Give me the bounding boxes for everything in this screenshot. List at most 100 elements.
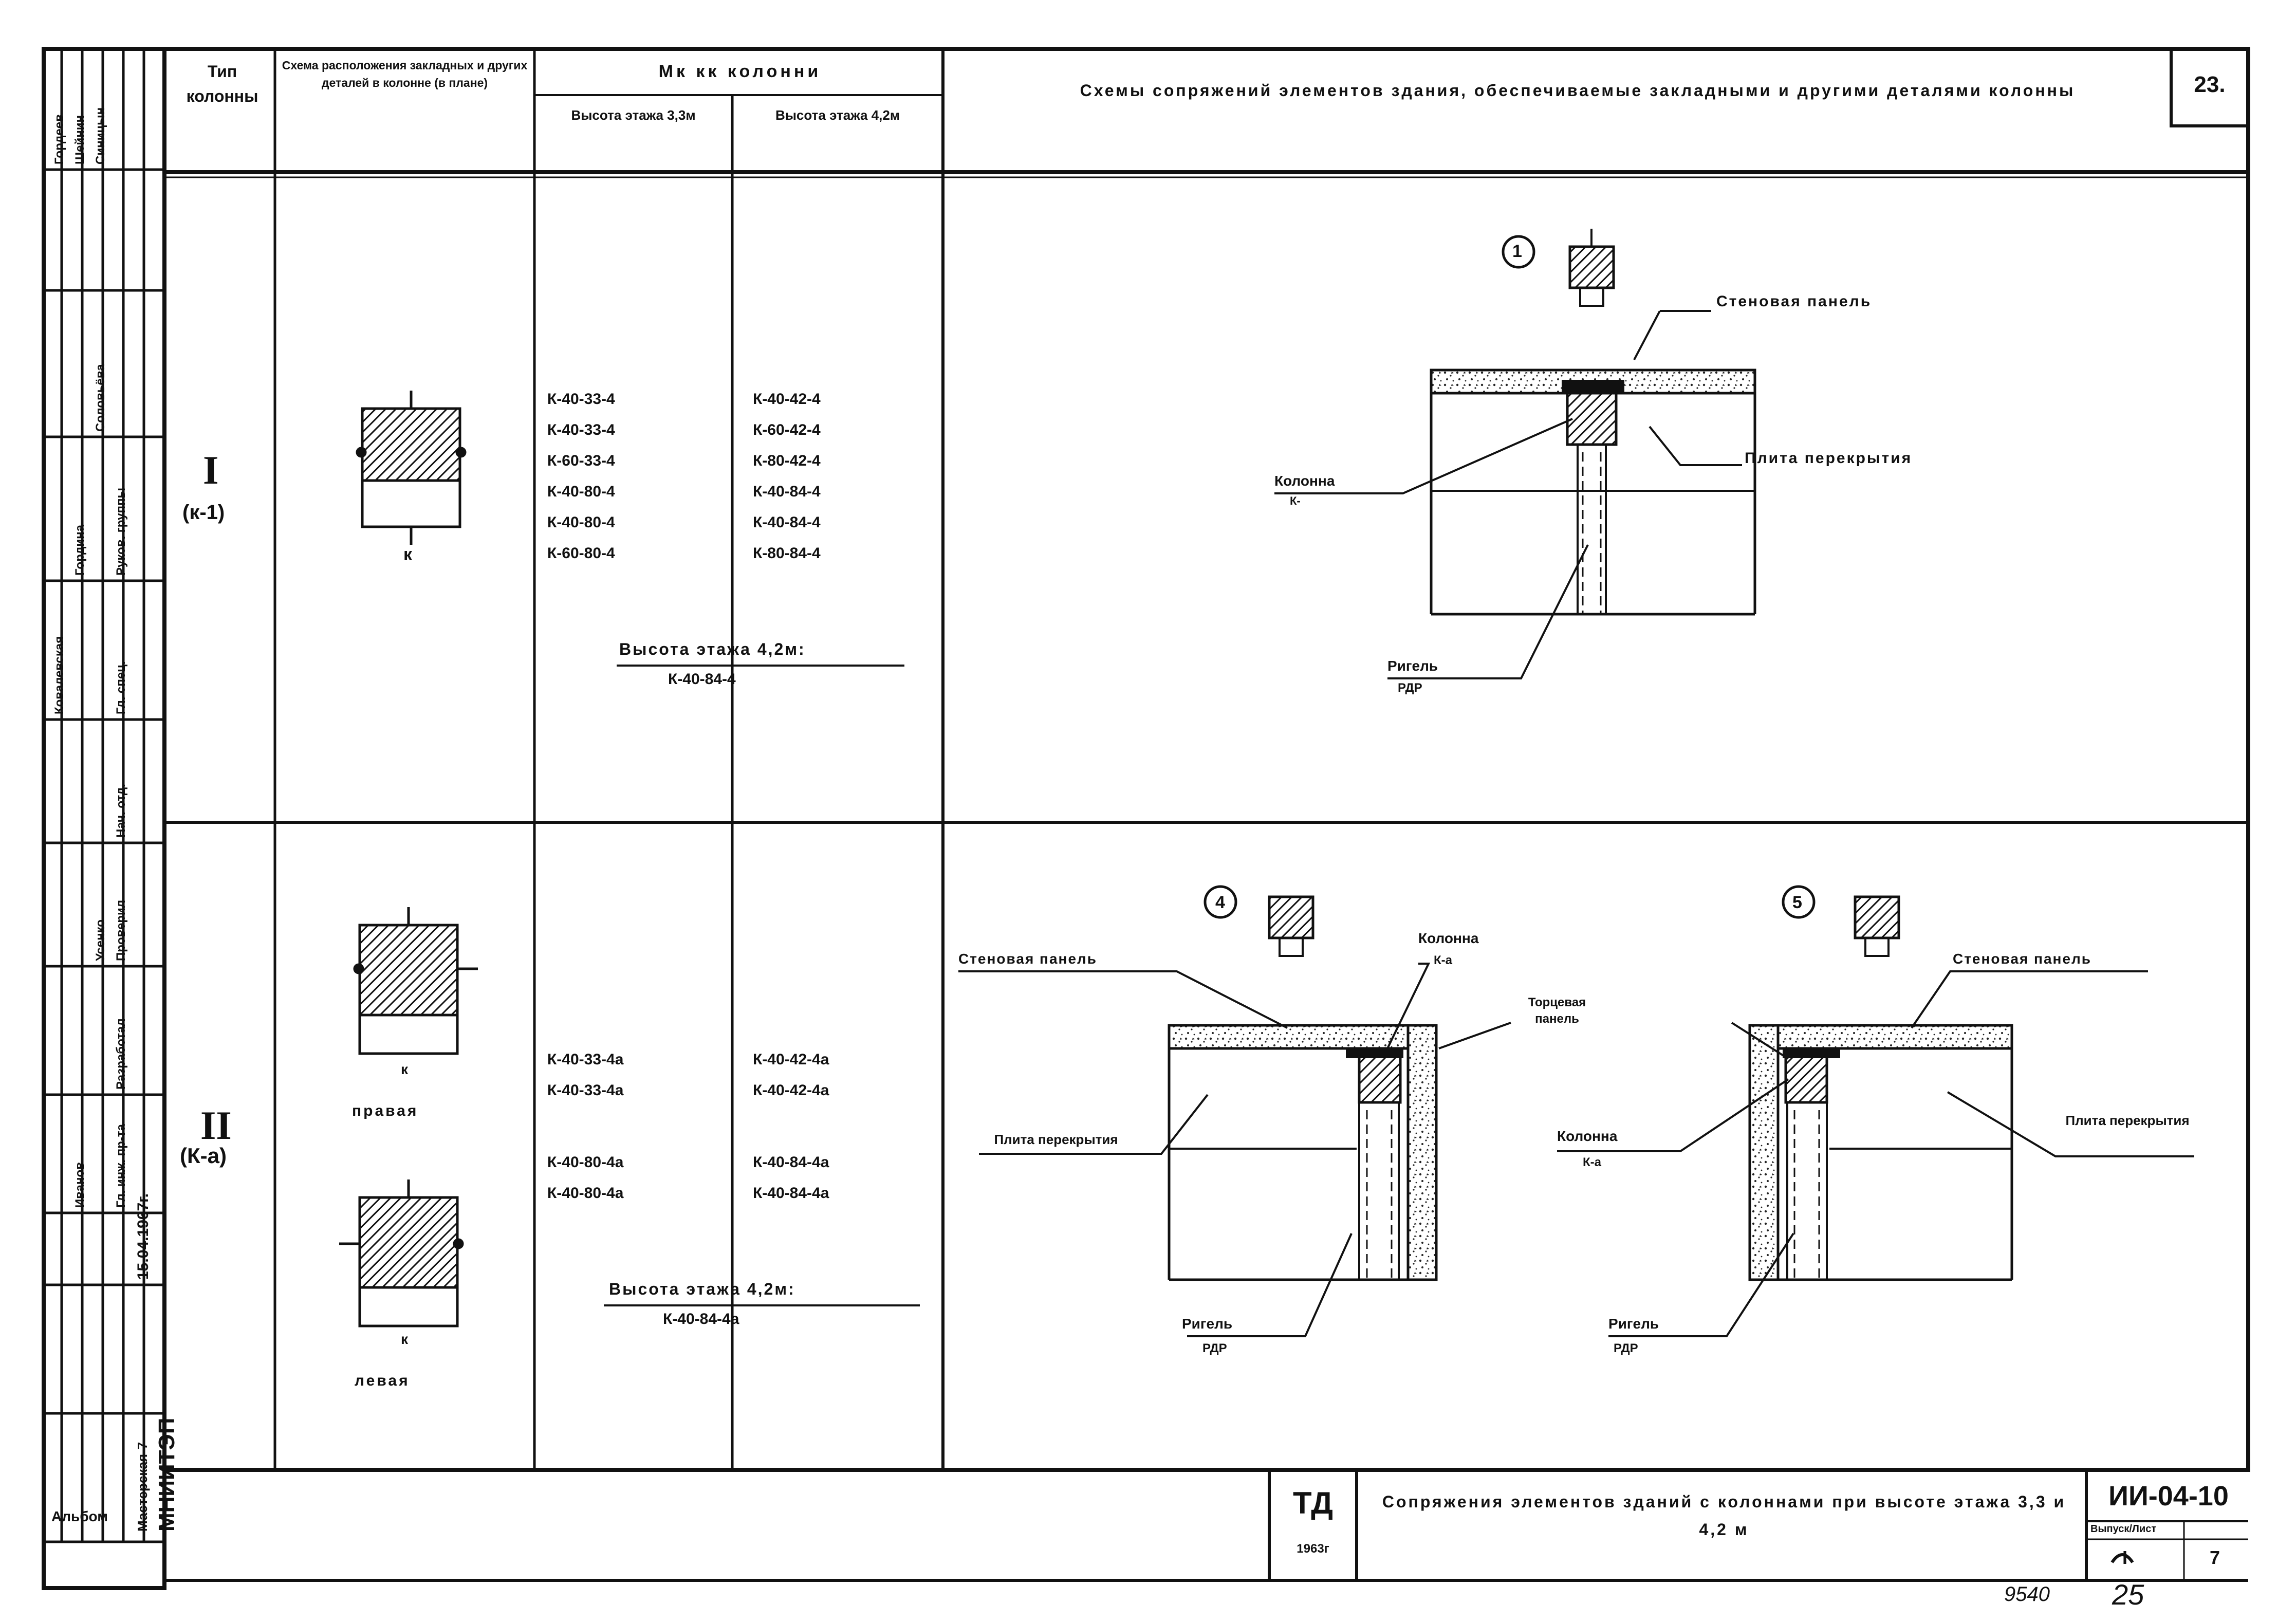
- header-col-h42: Высота этажа 4,2м: [775, 107, 900, 123]
- row1-mark-33: К-40-80-4: [547, 514, 615, 531]
- section-diagram-4: [958, 885, 1511, 1337]
- stamp-name-1: Синицын: [94, 107, 107, 164]
- d4-column-label: Колонна: [1418, 930, 1479, 946]
- header-col-marks: Мк кк колонни: [658, 62, 822, 81]
- header-col-type: Тип колонны: [186, 62, 258, 105]
- d5-slab-label: Плита перекрытия: [2065, 1113, 2190, 1128]
- row2-mark-42: К-40-42-4а: [753, 1082, 829, 1099]
- stamp-role-1: Гл. инж. пр-та: [114, 1124, 128, 1208]
- row1-type-roman: I: [203, 448, 219, 492]
- stamp-name-6: Ковалевская: [52, 636, 66, 714]
- row2-label-left: левая: [355, 1372, 410, 1389]
- row1-type-sub: (к-1): [182, 501, 225, 524]
- row2-mark-33: К-40-80-4а: [547, 1154, 624, 1171]
- d5-column-label: Колонна: [1557, 1128, 1618, 1144]
- d4-column-sub: К-а: [1434, 953, 1452, 967]
- header-col-schemes: Схемы сопряжений элементов здания, обесп…: [1080, 81, 2076, 100]
- stamp-name-2: Шейнин: [73, 115, 87, 164]
- d4-wall-panel-label: Стеновая панель: [958, 951, 1098, 967]
- diagram-1-number: 1: [1512, 242, 1522, 261]
- d1-column-sub: К-: [1290, 494, 1301, 507]
- row1-mark-42: К-40-84-4: [753, 514, 821, 531]
- d5-rail-label: Ригель: [1608, 1316, 1659, 1332]
- stamp-name-5: Гордина: [73, 525, 87, 576]
- row2-mark-33: К-40-80-4а: [547, 1185, 624, 1202]
- stamp-bottom-note: Альбом: [51, 1508, 108, 1524]
- sheet-frame: [42, 47, 2250, 1590]
- stamp-role-4: Нач. отд.: [114, 784, 128, 838]
- stamp-issue: I: [2122, 1547, 2128, 1568]
- diagram-5-number: 5: [1792, 893, 1802, 912]
- row1-plan-mark: к: [403, 545, 413, 564]
- row1-mark-42: К-60-42-4: [753, 421, 821, 438]
- row1-note-title: Высота этажа 4,2м:: [619, 640, 806, 658]
- stamp-role-3: Проверил: [114, 899, 128, 961]
- row1-mark-33: К-40-33-4: [547, 391, 615, 408]
- d1-wall-panel-label: Стеновая панель: [1716, 293, 1872, 310]
- row1-mark-33: К-40-33-4: [547, 421, 615, 438]
- stamp-role-2: Разработал: [114, 1018, 128, 1090]
- d4-rail-sub: РДР: [1202, 1341, 1227, 1355]
- year-tag: 1963г: [1297, 1542, 1329, 1556]
- row1-mark-33: К-60-33-4: [547, 452, 615, 469]
- handwritten-number-b: 25: [2112, 1578, 2144, 1611]
- row2-plan-mark-right: к: [401, 1061, 409, 1077]
- header-col-h33: Высота этажа 3,3м: [571, 107, 696, 123]
- stamp-name-8: Иванов: [73, 1162, 87, 1208]
- left-stamp-grid: [44, 49, 164, 1543]
- diagram-4-number: 4: [1215, 893, 1225, 912]
- row1-mark-33: К-60-80-4: [547, 545, 615, 562]
- row1-mark-42: К-80-84-4: [753, 545, 821, 562]
- header-col-scheme: Схема расположения закладных и других де…: [282, 59, 528, 89]
- column-plan-row1: [356, 391, 467, 545]
- sheet-code: ИИ-04-10: [2108, 1481, 2229, 1512]
- d1-rail-label: Ригель: [1387, 658, 1438, 674]
- column-plan-row2-right: [353, 907, 478, 1055]
- row1-mark-42: К-40-84-4: [753, 483, 821, 500]
- stamp-name-4: Соловьёва: [94, 364, 107, 432]
- section-diagram-5: [1557, 885, 2194, 1337]
- row2-plan-mark-left: к: [401, 1331, 409, 1347]
- stamp-role-5: Гл. спец.: [114, 661, 128, 714]
- d4-rail-label: Ригель: [1182, 1316, 1233, 1332]
- row2-mark-33: К-40-33-4а: [547, 1051, 624, 1068]
- stamp-role-6: Руков. группы: [114, 488, 128, 576]
- d1-slab-label: Плита перекрытия: [1745, 450, 1913, 467]
- sheet-number: 23.: [2194, 72, 2226, 97]
- d5-wall-panel-label: Стеновая панель: [1953, 951, 2092, 967]
- row2-type-roman: II: [200, 1103, 232, 1148]
- handwritten-marks: [2110, 1553, 2134, 1563]
- d1-rail-sub: РДР: [1398, 681, 1422, 695]
- row1-mark-33: К-40-80-4: [547, 483, 615, 500]
- note-underlines: [604, 665, 920, 1306]
- row1-mark-42: К-80-42-4: [753, 452, 821, 469]
- d5-rail-sub: РДР: [1614, 1341, 1638, 1355]
- stamp-date: 15.04.1967г.: [135, 1193, 152, 1280]
- row2-mark-42: К-40-84-4а: [753, 1185, 829, 1202]
- stamp-sheet: 7: [2210, 1547, 2220, 1568]
- album-tag: ТД: [1293, 1486, 1333, 1520]
- section-diagram-1: [1274, 229, 1756, 679]
- stamp-name-7: Усенко: [94, 919, 107, 961]
- column-plan-row2-left: [339, 1179, 464, 1328]
- stamp-name-3: Гордеев: [52, 114, 66, 164]
- row2-mark-42: К-40-42-4а: [753, 1051, 829, 1068]
- row2-mark-33: К-40-33-4а: [547, 1082, 624, 1099]
- stamp-workshop: Мастерская-7: [135, 1442, 150, 1532]
- stamp-org: МНИИТЭП: [154, 1417, 179, 1532]
- row2-mark-42: К-40-84-4а: [753, 1154, 829, 1171]
- d4-end-panel-label: Торцевая панель: [1528, 996, 1586, 1026]
- row2-label-right: правая: [352, 1102, 419, 1119]
- row2-type-sub: (К-а): [180, 1144, 227, 1168]
- stamp-sheet-label: Выпуск/Лист: [2090, 1523, 2157, 1535]
- d5-column-sub: К-а: [1583, 1155, 1601, 1169]
- row1-note-value: К-40-84-4: [668, 671, 736, 688]
- d4-slab-label: Плита перекрытия: [994, 1132, 1118, 1147]
- table-grid: [164, 47, 2250, 1580]
- row2-note-value: К-40-84-4а: [663, 1311, 739, 1328]
- row2-note-title: Высота этажа 4,2м:: [609, 1280, 795, 1298]
- handwritten-number-a: 9540: [2004, 1583, 2050, 1606]
- d1-column-label: Колонна: [1274, 473, 1335, 489]
- main-title: Сопряжения элементов зданий с колоннами …: [1382, 1492, 2066, 1539]
